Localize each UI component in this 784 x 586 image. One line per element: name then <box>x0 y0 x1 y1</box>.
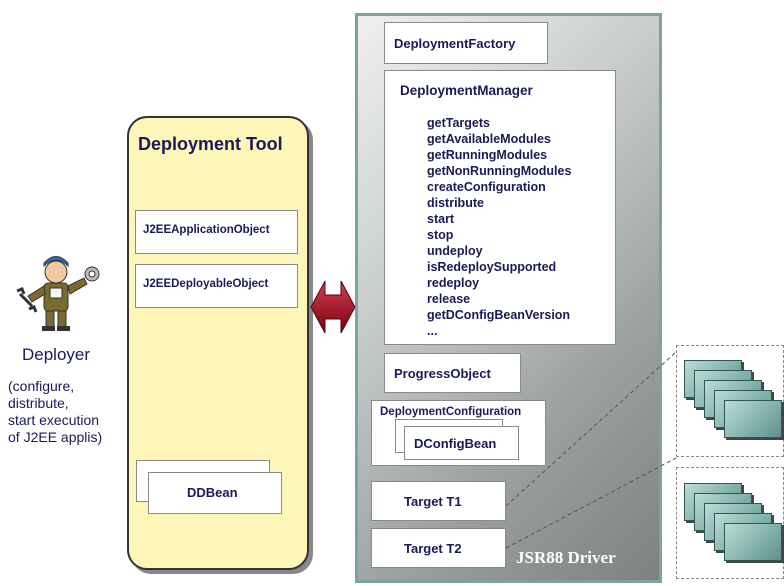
ddbean-box: DDBean <box>148 472 282 514</box>
jsr88-driver-label: JSR88 Driver <box>516 548 616 567</box>
method-item: release <box>427 292 471 306</box>
method-item: getNonRunningModules <box>427 164 572 178</box>
target-t2-label: Target T2 <box>404 541 462 556</box>
method-item: start <box>427 212 455 226</box>
deployer-desc-line: distribute, <box>8 395 69 411</box>
method-item: getAvailableModules <box>427 132 551 146</box>
j2ee-deployable-object-label: J2EEDeployableObject <box>143 278 269 290</box>
method-item: isRedeploySupported <box>427 260 557 274</box>
deployment-tool-title: Deployment Tool <box>138 134 283 154</box>
ddbean-label: DDBean <box>187 485 238 500</box>
j2ee-deployable-object-box: J2EEDeployableObject <box>135 264 298 308</box>
server-stack-icon <box>724 400 782 438</box>
j2ee-application-object-box: J2EEApplicationObject <box>135 210 298 254</box>
server-stack-icon <box>724 523 782 561</box>
deployment-factory-label: DeploymentFactory <box>394 36 516 51</box>
target-t2-box: Target T2 <box>371 528 506 568</box>
method-item: undeploy <box>427 244 483 258</box>
deployer-description: (configure, distribute, start execution … <box>8 378 102 446</box>
target-t1-label: Target T1 <box>404 494 462 509</box>
j2ee-application-object-label: J2EEApplicationObject <box>143 224 270 236</box>
method-item: getRunningModules <box>427 148 548 162</box>
dconfigbean-label: DConfigBean <box>414 436 497 451</box>
method-item: stop <box>427 228 454 242</box>
method-item: createConfiguration <box>427 180 546 194</box>
target-t1-box: Target T1 <box>371 481 506 521</box>
method-item: ... <box>427 324 438 338</box>
deployment-manager-methods: getTargets getAvailableModules getRunningM… <box>427 115 571 339</box>
deployer-desc-line: of J2EE applis) <box>8 429 103 445</box>
deployment-manager-title: DeploymentManager <box>400 83 533 98</box>
deployment-manager-box: DeploymentManager getTargets getAvailable… <box>384 70 616 345</box>
dconfigbean-box: DConfigBean <box>404 426 519 460</box>
deployer-desc-line: start execution <box>8 412 100 428</box>
worker-with-wrenches-icon <box>16 256 100 331</box>
deployer-desc-line: (configure, <box>8 378 75 394</box>
progress-object-box: ProgressObject <box>384 353 521 393</box>
method-item: getTargets <box>427 116 490 130</box>
deployment-factory-box: DeploymentFactory <box>384 22 548 64</box>
deployment-configuration-label: DeploymentConfiguration <box>380 406 522 418</box>
method-item: redeploy <box>427 276 480 290</box>
progress-object-label: ProgressObject <box>394 366 491 381</box>
method-item: distribute <box>427 196 484 210</box>
deployer-label: Deployer <box>22 345 91 364</box>
method-item: getDConfigBeanVersion <box>427 308 571 322</box>
